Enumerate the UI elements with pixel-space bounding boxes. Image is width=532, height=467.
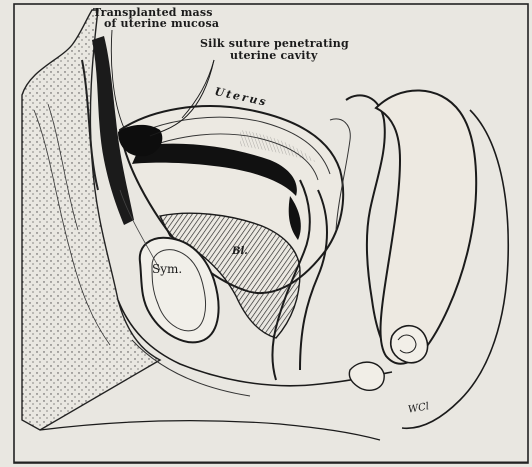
abdominal-wall: [22, 10, 160, 430]
label-symphysis: Sym.: [152, 264, 182, 275]
thigh-outline: [40, 421, 380, 440]
rectal-pouch: [376, 90, 476, 363]
label-bladder: Bl.: [232, 246, 248, 257]
label-silk-suture-line1: Silk suture penetrating: [200, 38, 349, 49]
label-transplanted-mass-line2: of uterine mucosa: [104, 18, 219, 29]
anal-region: [391, 326, 428, 363]
label-silk-suture-line2: uterine cavity: [230, 50, 318, 61]
